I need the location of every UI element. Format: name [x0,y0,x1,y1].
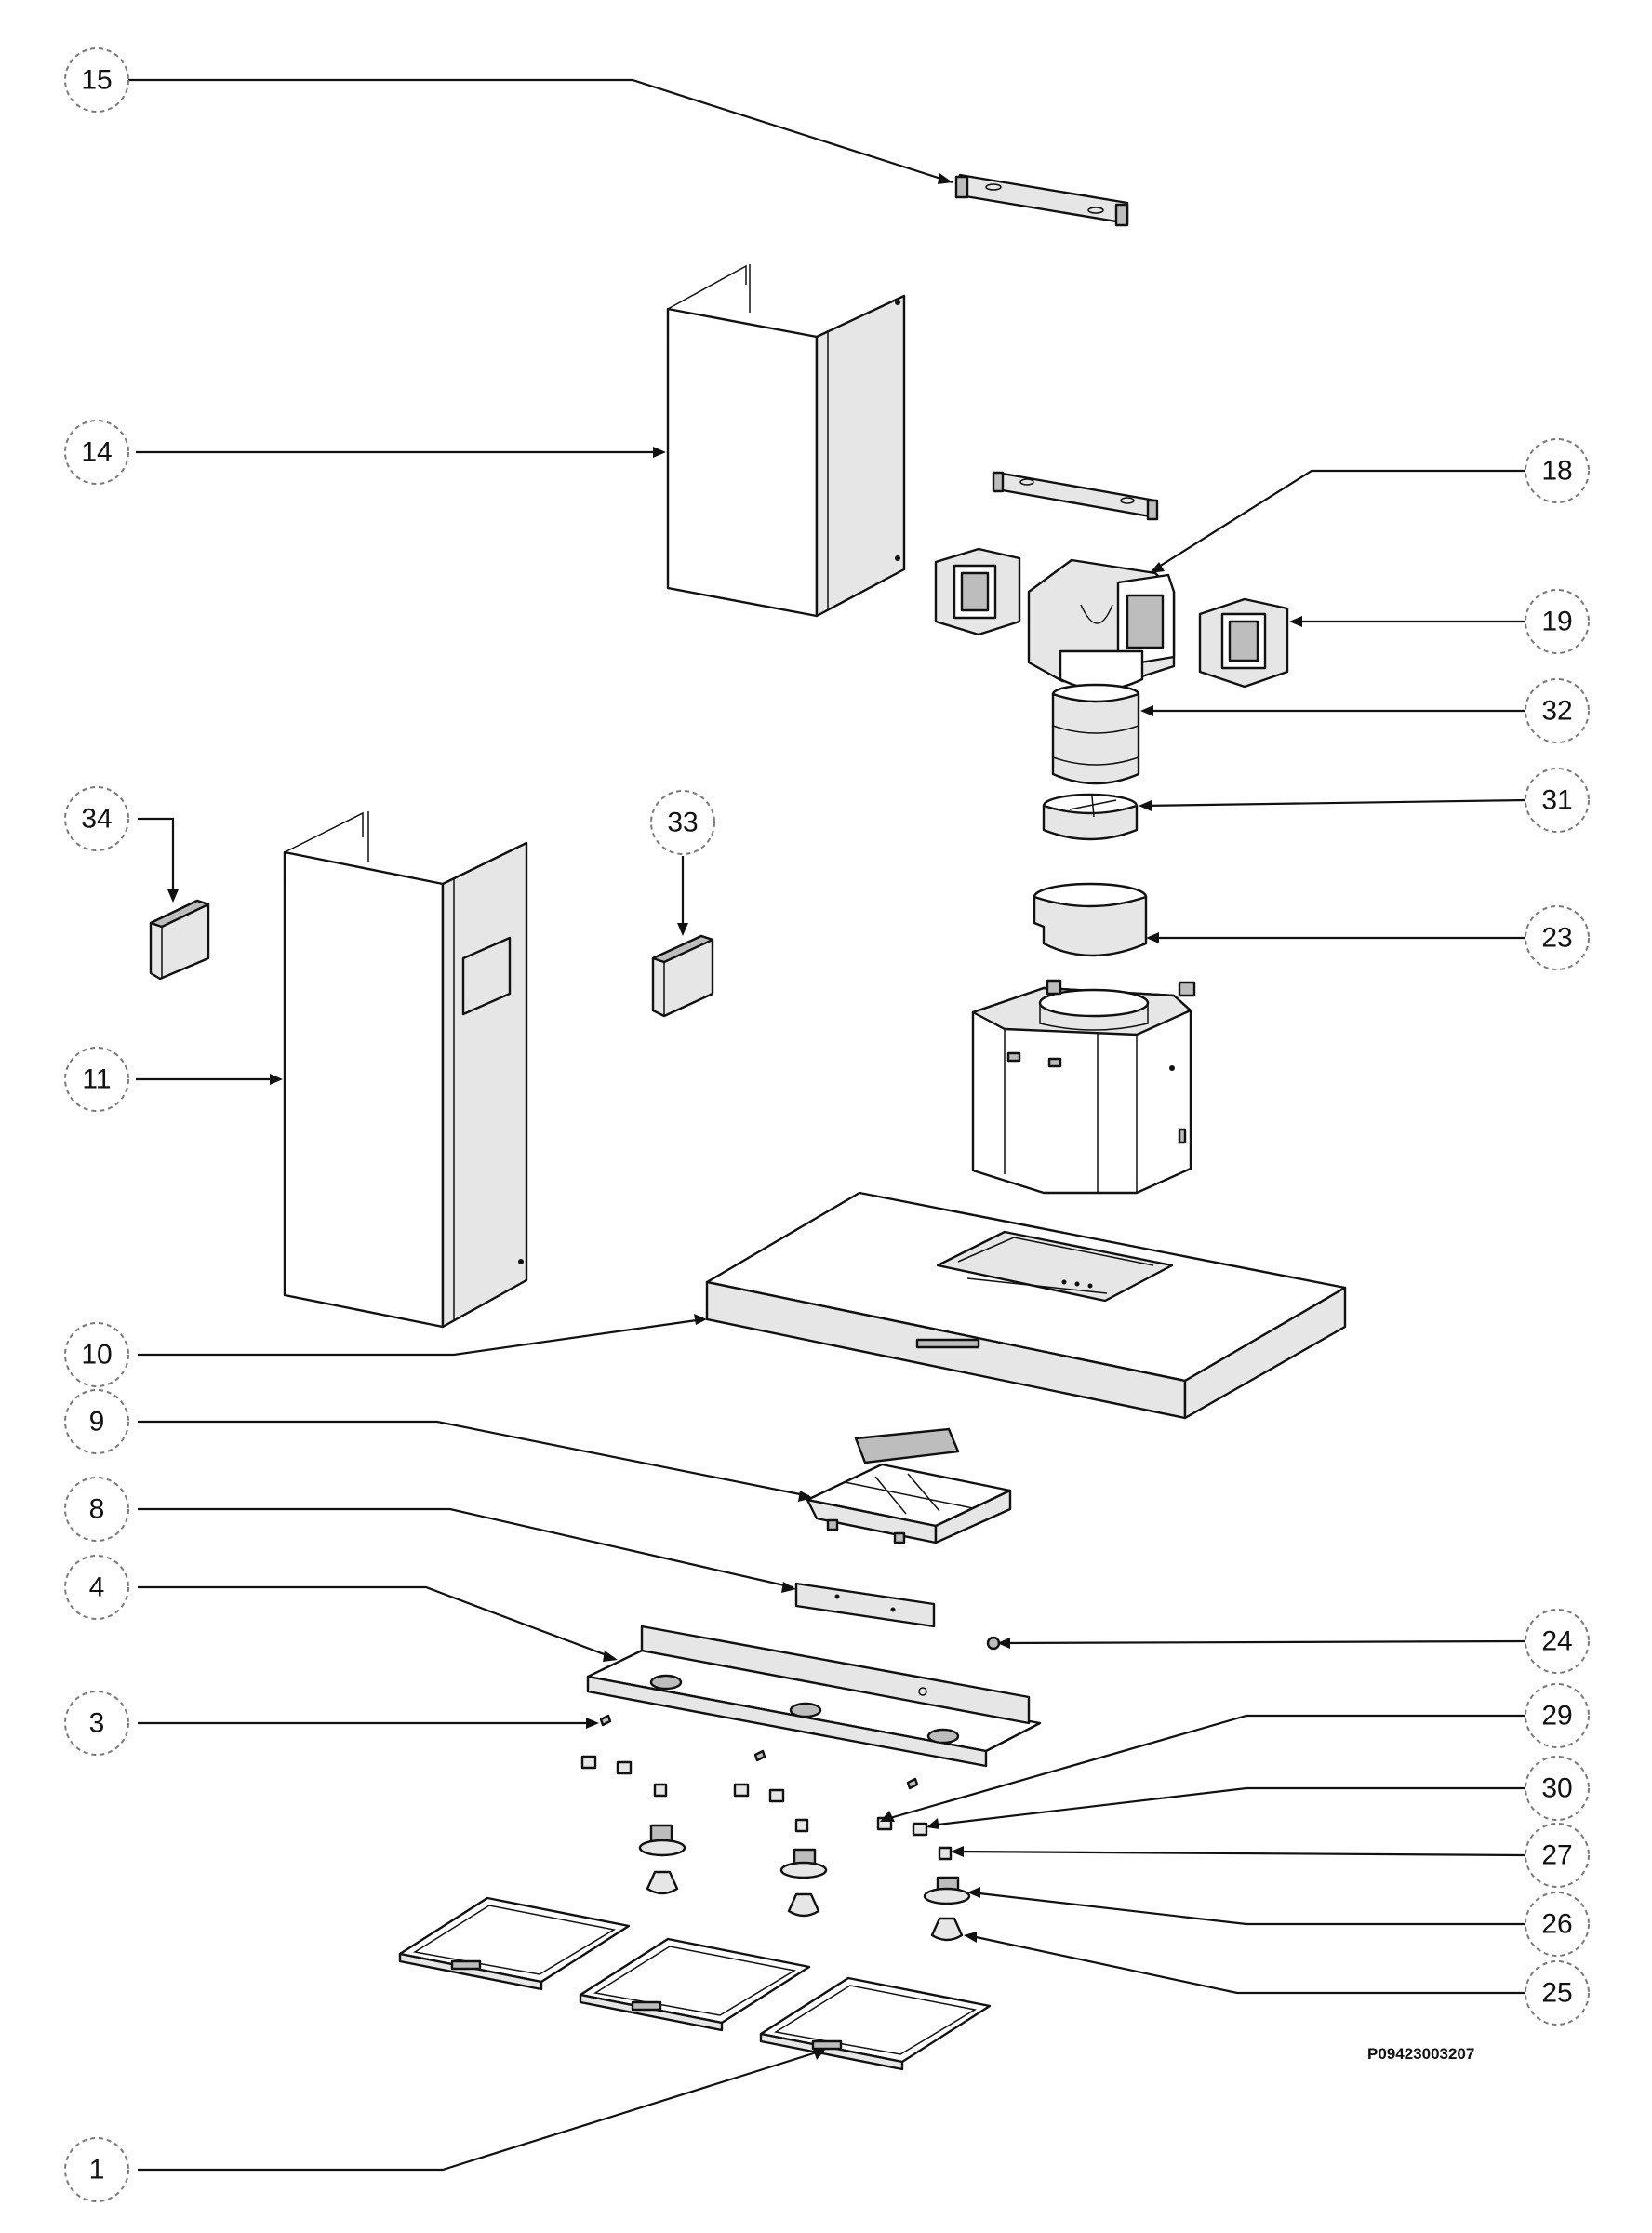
part-10-hood-canopy [705,1191,1347,1420]
callout-15: 15 [64,47,129,113]
lamp-holder-set-3 [876,1816,971,1942]
callout-label: 26 [1541,1909,1572,1940]
callout-label: 1 [89,2155,105,2186]
callout-24: 24 [1525,1609,1590,1674]
callout-label: 9 [89,1407,105,1437]
leader-lines [127,78,1526,2172]
document-number: P09423003207 [1367,2045,1475,2063]
callout-label: 18 [1541,456,1572,487]
part-9-filter-tray [806,1427,1012,1544]
part-23-motor-collar [1032,882,1148,957]
callout-10: 10 [64,1322,129,1387]
callout-25: 25 [1525,1960,1590,2026]
callout-8: 8 [64,1477,129,1542]
part-11-lower-chimney [283,811,528,1329]
callout-32: 32 [1525,678,1590,743]
part-15-top-bracket [954,173,1129,227]
callout-label: 31 [1541,785,1572,816]
part-33-carbon-filter [651,934,714,1018]
callout-label: 24 [1541,1626,1572,1657]
callout-23: 23 [1525,905,1590,970]
lamp-holder-set-1 [580,1755,686,1895]
part-32-duct-sleeve [1051,683,1140,785]
callout-9: 9 [64,1389,129,1454]
callout-27: 27 [1525,1823,1590,1888]
callout-4: 4 [64,1555,129,1620]
part-14-upper-chimney [666,264,906,618]
callout-26: 26 [1525,1892,1590,1957]
callout-label: 14 [81,437,112,468]
callout-label: 10 [81,1340,112,1371]
part-19-right-duct-adapter [1198,597,1289,689]
callout-label: 32 [1541,696,1572,727]
callout-label: 27 [1541,1840,1572,1871]
callout-14: 14 [64,420,129,485]
callout-label: 29 [1541,1701,1572,1732]
callout-label: 33 [667,808,698,838]
callout-label: 8 [89,1494,105,1525]
callout-label: 3 [89,1708,105,1739]
callout-1: 1 [64,2137,129,2202]
motor-housing [971,979,1196,1195]
part-18-y-duct [1027,558,1176,691]
part-3-screws [599,1714,919,1790]
callout-label: 15 [81,65,112,96]
callout-label: 11 [82,1064,111,1095]
part-1-grease-filters [398,1896,992,2071]
callout-label: 30 [1541,1773,1572,1804]
callout-29: 29 [1525,1683,1590,1748]
part-4-lamp-rail [586,1625,1042,1768]
callout-label: 34 [81,804,112,835]
part-19-left-duct-adapter [934,547,1021,636]
callout-label: 25 [1541,1978,1572,2009]
callout-11: 11 [64,1047,129,1112]
callout-18: 18 [1525,438,1590,503]
part-18-bracket [992,471,1159,521]
callout-label: 19 [1541,607,1572,637]
callout-31: 31 [1525,768,1590,833]
leader-arrowheads [167,173,1302,2060]
part-8-bracket [794,1582,936,1628]
callout-label: 23 [1541,923,1572,954]
callout-3: 3 [64,1691,129,1756]
part-34-carbon-filter [149,899,210,981]
callout-33: 33 [650,790,715,855]
callout-label: 4 [89,1572,105,1603]
callout-30: 30 [1525,1756,1590,1821]
callout-19: 19 [1525,589,1590,654]
lamp-holder-set-2 [733,1783,828,1918]
part-31-backdraft-ring [1042,793,1139,841]
callout-34: 34 [64,786,129,851]
